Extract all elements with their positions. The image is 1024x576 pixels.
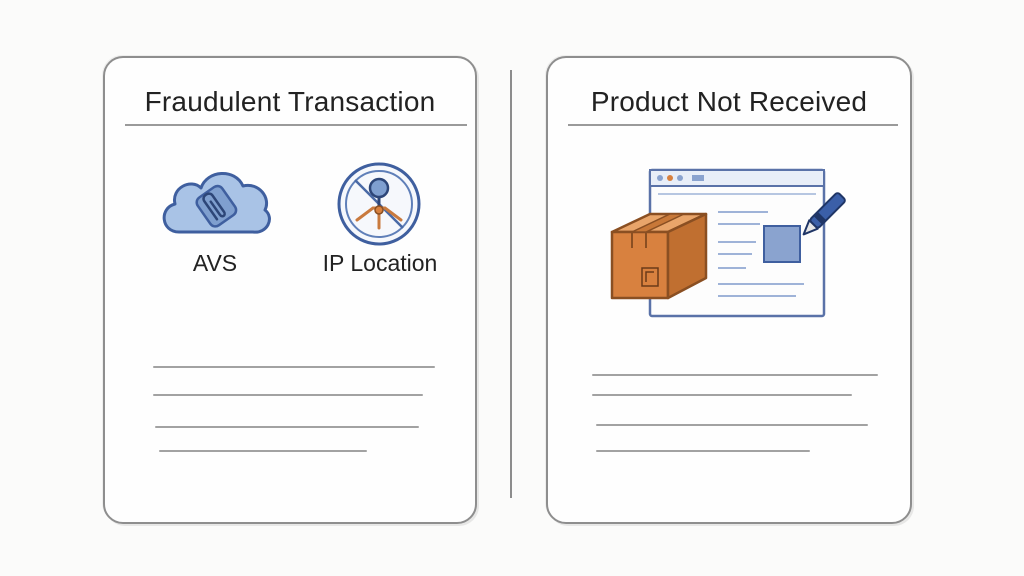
fraudulent-transaction-card: Fraudulent Transaction AVS IP Location xyxy=(103,56,477,524)
pen-icon xyxy=(802,192,846,236)
product-not-received-card: Product Not Received xyxy=(546,56,912,524)
title-underline xyxy=(568,124,898,126)
avs-label: AVS xyxy=(192,250,238,276)
globe-pin-icon xyxy=(337,162,421,246)
card-title: Fraudulent Transaction xyxy=(144,86,436,117)
browser-window-icon xyxy=(648,168,826,318)
placeholder-line xyxy=(155,426,419,428)
placeholder-line xyxy=(592,374,878,376)
package-box-icon xyxy=(610,212,708,300)
placeholder-line xyxy=(596,450,810,452)
cloud-paperclip-icon xyxy=(162,172,271,234)
ip-location-label: IP Location xyxy=(322,250,438,276)
placeholder-line xyxy=(159,450,367,452)
center-divider xyxy=(510,70,512,498)
title-underline xyxy=(125,124,467,126)
placeholder-line xyxy=(596,424,868,426)
card-title: Product Not Received xyxy=(590,86,868,117)
placeholder-line xyxy=(153,366,435,368)
placeholder-line xyxy=(153,394,423,396)
placeholder-line xyxy=(592,394,852,396)
